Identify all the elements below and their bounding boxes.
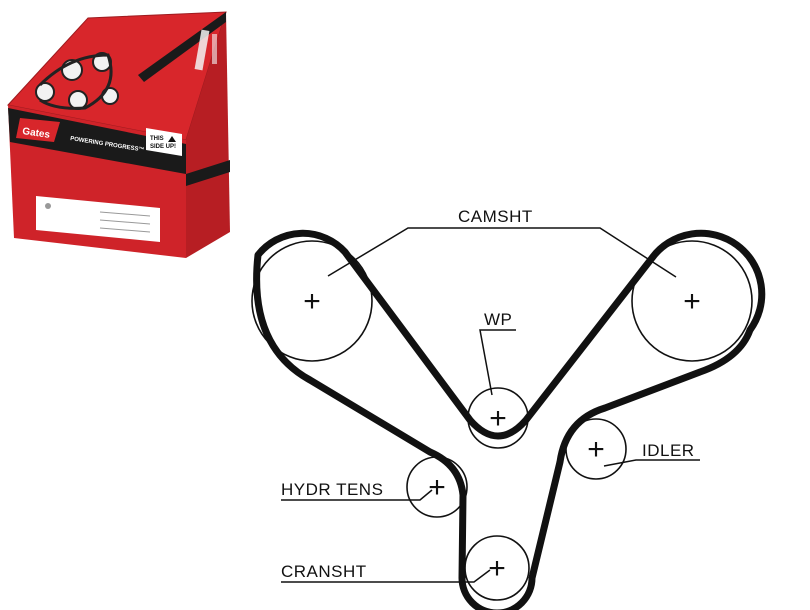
svg-text:Gates: Gates: [22, 126, 51, 141]
camshaft-label: CAMSHT: [458, 207, 533, 226]
belt-routing-diagram: + + + + + + CAMSHT WP IDLER HYDR TENS CR…: [251, 207, 766, 610]
timing-belt: [253, 229, 766, 610]
belt-pulley-artwork: [35, 52, 119, 110]
camshaft-right-center-mark: +: [683, 285, 701, 318]
hydraulic-tensioner-label: HYDR TENS: [281, 480, 383, 499]
crankshaft-pulley: [464, 535, 530, 601]
side-panel-logo: [194, 29, 217, 71]
camshaft-left-center-mark: +: [303, 285, 321, 318]
gates-logo: Gates: [16, 118, 60, 142]
crankshaft-center-mark: +: [488, 552, 506, 585]
product-label: [36, 196, 160, 242]
idler-pulley: [565, 418, 627, 480]
camshaft-pulley-left: [251, 240, 373, 362]
hydraulic-tensioner-pulley: [406, 456, 468, 518]
water-pump-pulley: [467, 387, 529, 449]
water-pump-label: WP: [484, 310, 512, 329]
idler-label: IDLER: [642, 441, 695, 460]
svg-text:SIDE UP!: SIDE UP!: [150, 144, 176, 150]
center-marks: + + + + + +: [303, 285, 701, 585]
camshaft-pulley-right: [631, 240, 753, 362]
gates-product-box: Gates POWERING PROGRESS™ THIS SIDE UP!: [7, 11, 230, 258]
this-side-up-tag: THIS SIDE UP!: [146, 128, 182, 156]
idler-center-mark: +: [587, 433, 605, 466]
up-arrow-icon: [168, 136, 176, 142]
crankshaft-label: CRANSHT: [281, 562, 367, 581]
leader-lines: [281, 227, 700, 583]
water-pump-center-mark: +: [489, 402, 507, 435]
tensioner-center-mark: +: [428, 471, 446, 504]
svg-text:THIS: THIS: [150, 136, 164, 142]
